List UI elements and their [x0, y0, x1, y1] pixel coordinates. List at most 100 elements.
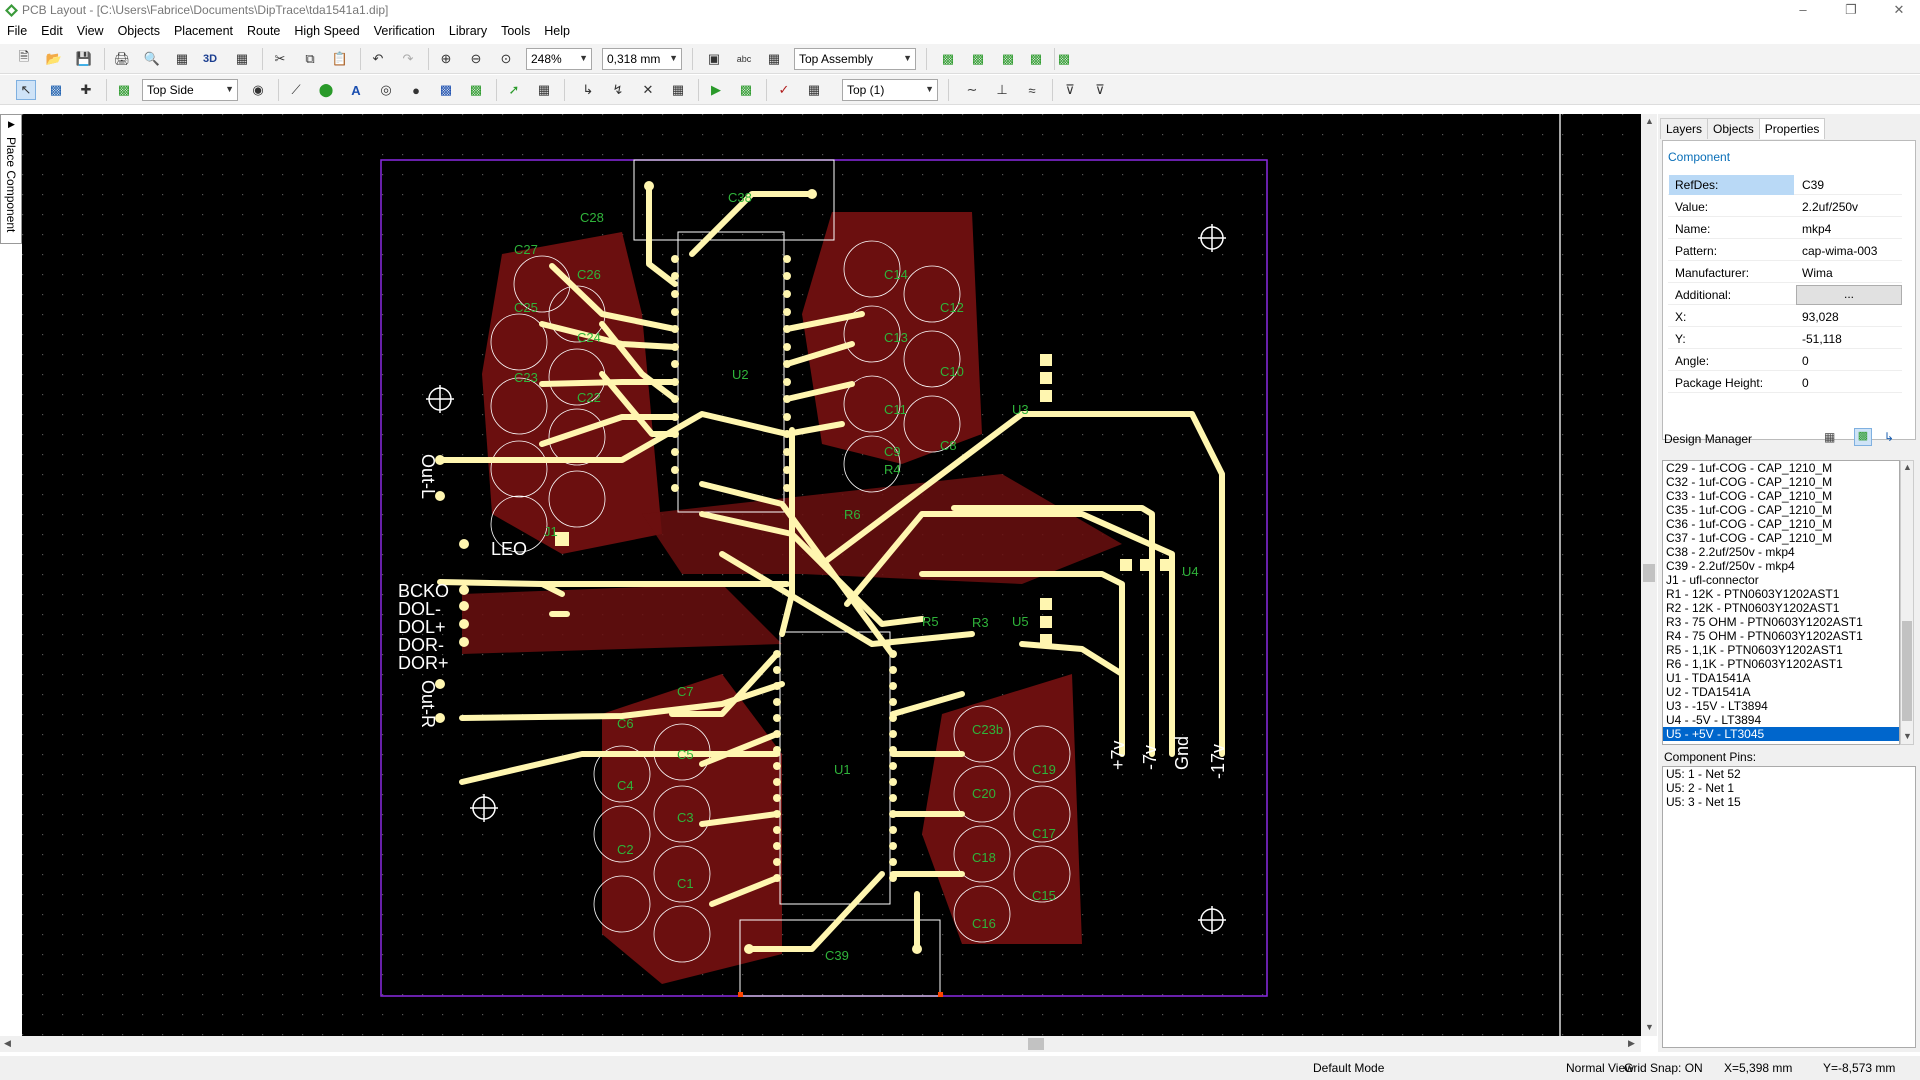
prop-value[interactable]: 2.2uf/250v	[1802, 200, 1859, 214]
list-item[interactable]: U5 - +5V - LT3045	[1663, 727, 1899, 741]
prop-value[interactable]: Wima	[1802, 266, 1833, 280]
view-mode-combo[interactable]: Top Assembly▼	[794, 48, 916, 70]
save-icon[interactable]: 💾	[75, 51, 93, 66]
select-pointer-icon[interactable]: ↖	[16, 80, 36, 100]
run-pour-icon[interactable]: ▩	[739, 82, 753, 97]
list-item[interactable]: C36 - 1uf-COG - CAP_1210_M	[1666, 517, 1833, 531]
layer-combo[interactable]: Top (1)▼	[842, 79, 938, 101]
cut-icon[interactable]: ✂	[274, 51, 286, 66]
meander-icon[interactable]: ≈	[1028, 82, 1036, 98]
signal-icon[interactable]: ⊽	[1065, 82, 1075, 97]
list-item[interactable]: U2 - TDA1541A	[1666, 685, 1751, 699]
menu-objects[interactable]: Objects	[117, 24, 160, 38]
route-auto-icon[interactable]: ↯	[612, 82, 624, 97]
menu-route[interactable]: Route	[247, 24, 281, 38]
image-icon[interactable]: ▦	[767, 51, 781, 66]
list-item[interactable]: R6 - 1,1K - PTN0603Y1202AST1	[1666, 657, 1843, 671]
prop-value[interactable]: 93,028	[1802, 310, 1839, 324]
prop-row[interactable]: X:93,028	[1668, 307, 1902, 327]
diff-pair-icon[interactable]: ⊥	[996, 82, 1008, 97]
list-item[interactable]: C32 - 1uf-COG - CAP_1210_M	[1666, 475, 1833, 489]
dm-nets-icon[interactable]: ↳	[1884, 430, 1895, 444]
list-item[interactable]: U5: 2 - Net 1	[1666, 781, 1735, 795]
additional-button[interactable]: ...	[1796, 285, 1902, 305]
binoculars-icon[interactable]: ◉	[252, 82, 264, 97]
prop-value[interactable]: C39	[1802, 178, 1825, 192]
menu-view[interactable]: View	[76, 24, 104, 38]
prop-row[interactable]: Y:-51,118	[1668, 329, 1902, 349]
zoom-out-icon[interactable]: ⊖	[470, 51, 482, 66]
menu-verification[interactable]: Verification	[373, 24, 435, 38]
drc-icon[interactable]: ▩	[941, 51, 955, 66]
scroll-up-icon[interactable]: ▲	[1903, 462, 1912, 472]
print-preview-icon[interactable]: 🔍	[143, 51, 161, 66]
list-item[interactable]: C35 - 1uf-COG - CAP_1210_M	[1666, 503, 1833, 517]
menu-high-speed[interactable]: High Speed	[294, 24, 360, 38]
hole-icon[interactable]: ▣	[707, 51, 721, 66]
report-icon[interactable]: ▦	[807, 82, 821, 97]
route-manual-icon[interactable]: ↳	[582, 82, 594, 97]
restore-icon[interactable]: ❐	[1845, 2, 1857, 17]
design-manager-scrollbar[interactable]: ▲ ▼	[1900, 460, 1914, 745]
route-line-icon[interactable]: ⟋	[291, 82, 301, 97]
shape-icon[interactable]: ▩	[469, 82, 483, 97]
paste-icon[interactable]: 📋	[331, 51, 349, 66]
menu-edit[interactable]: Edit	[41, 24, 63, 38]
net-check-icon[interactable]: ▩	[971, 51, 985, 66]
zoom-fit-icon[interactable]: ⊙	[500, 51, 512, 66]
list-item[interactable]: U4 - -5V - LT3894	[1666, 713, 1762, 727]
copy-icon[interactable]: ⧉	[305, 51, 315, 66]
list-item[interactable]: C33 - 1uf-COG - CAP_1210_M	[1666, 489, 1833, 503]
list-item[interactable]: R4 - 75 OHM - PTN0603Y1202AST1	[1666, 629, 1863, 643]
prop-row[interactable]: Angle:0	[1668, 351, 1902, 371]
side-combo[interactable]: Top Side▼	[142, 79, 238, 101]
menu-file[interactable]: File	[7, 24, 28, 38]
vertical-scroll-thumb[interactable]	[1643, 564, 1655, 582]
export-icon[interactable]: ▩	[1057, 51, 1071, 66]
zoom-in-icon[interactable]: ⊕	[440, 51, 452, 66]
3d-view-icon[interactable]: 3D	[202, 53, 218, 65]
scroll-down-icon[interactable]: ▼	[1903, 731, 1912, 741]
prop-row[interactable]: RefDes:C39	[1668, 175, 1902, 195]
connectivity-icon[interactable]: ▩	[1001, 51, 1015, 66]
menu-placement[interactable]: Placement	[173, 24, 234, 38]
spell-check-icon[interactable]: abc	[736, 54, 752, 64]
text-icon[interactable]: A	[351, 82, 361, 98]
new-file-icon[interactable]: 🗎	[18, 49, 30, 64]
layout-icon[interactable]: ▦	[175, 51, 189, 66]
measure-icon[interactable]: ➚	[508, 82, 520, 97]
prop-value[interactable]: -51,118	[1802, 332, 1842, 346]
layer-icon[interactable]: ▩	[117, 82, 131, 97]
compare-icon[interactable]: ▩	[1029, 51, 1043, 66]
undo-icon[interactable]: ↶	[372, 51, 384, 66]
list-item[interactable]: U3 - -15V - LT3894	[1666, 699, 1768, 713]
zoom-combo[interactable]: 248%▼	[526, 48, 592, 70]
list-item[interactable]: J1 - ufl-connector	[1666, 573, 1759, 587]
place-component-tab[interactable]: ▶ Place Component	[0, 114, 22, 244]
panelize-icon[interactable]: ▦	[235, 51, 249, 66]
verify-icon[interactable]: ✓	[778, 82, 790, 97]
horizontal-scroll-thumb[interactable]	[1028, 1038, 1044, 1050]
list-item[interactable]: C37 - 1uf-COG - CAP_1210_M	[1666, 531, 1833, 545]
dm-filter-icon[interactable]: ▦	[1824, 430, 1836, 444]
pan-icon[interactable]: ▩	[49, 82, 63, 97]
pcb-canvas[interactable]: C38 C28 C27 C26 C25 C24 C23 C22 C14 C13 …	[22, 114, 1642, 1036]
unroute-icon[interactable]: ✕	[642, 82, 654, 97]
vertical-scrollbar[interactable]: ▲ ▼	[1641, 114, 1657, 1036]
grid-combo[interactable]: 0,318 mm▼	[602, 48, 682, 70]
tab-objects[interactable]: Objects	[1707, 118, 1760, 139]
prop-row[interactable]: Package Height:0	[1668, 373, 1902, 393]
redo-icon[interactable]: ↷	[402, 51, 414, 66]
status-grid-snap[interactable]: Grid Snap: ON	[1624, 1061, 1703, 1075]
signal-2-icon[interactable]: ⊽	[1095, 82, 1105, 97]
hole-dot-icon[interactable]: ●	[412, 82, 420, 98]
scroll-up-icon[interactable]: ▲	[1645, 116, 1654, 126]
scroll-down-icon[interactable]: ▼	[1645, 1022, 1654, 1032]
close-icon[interactable]: ✕	[1893, 2, 1905, 17]
list-item[interactable]: C29 - 1uf-COG - CAP_1210_M	[1666, 461, 1833, 475]
list-item[interactable]: R5 - 1,1K - PTN0603Y1202AST1	[1666, 643, 1843, 657]
prop-value[interactable]: cap-wima-003	[1802, 244, 1878, 258]
list-item[interactable]: R3 - 75 OHM - PTN0603Y1202AST1	[1666, 615, 1863, 629]
